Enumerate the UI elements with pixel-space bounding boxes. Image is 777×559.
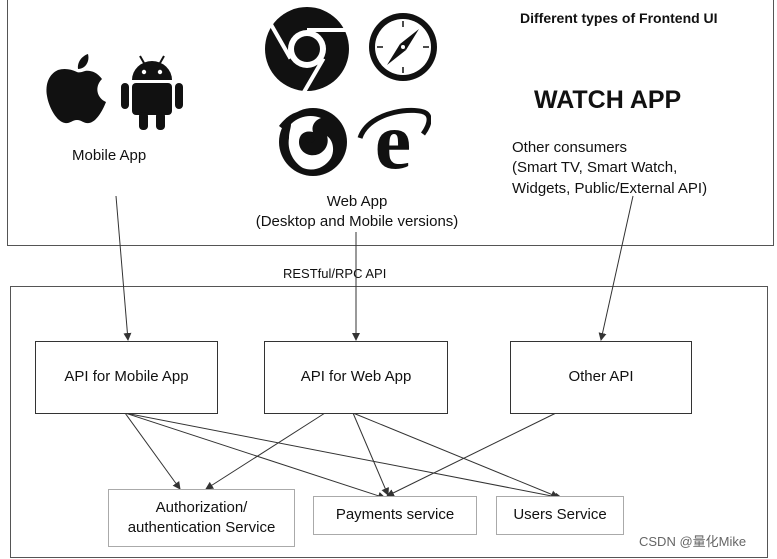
section-title: Different types of Frontend UI <box>520 10 718 26</box>
api-for-web-app-box: API for Web App <box>264 341 448 414</box>
payments-service-box: Payments service <box>313 496 477 535</box>
other-consumers-line1: Other consumers <box>512 139 628 156</box>
android-icon <box>121 55 183 130</box>
other-consumers-label: Other consumers (Smart TV, Smart Watch, … <box>512 138 707 199</box>
web-app-label-line1: Web App <box>326 193 388 210</box>
mobile-app-label: Mobile App <box>72 147 147 164</box>
chrome-icon <box>265 7 349 92</box>
users-service-box: Users Service <box>496 496 624 535</box>
web-app-label-line2: (Desktop and Mobile versions) <box>255 213 459 231</box>
other-api-box: Other API <box>510 341 692 414</box>
watermark: CSDN @量化Mike <box>639 534 747 549</box>
frontend-frame <box>7 0 774 246</box>
mobile-api-to-auth-arrow <box>124 412 181 490</box>
web-api-to-auth-arrow <box>205 412 326 490</box>
auth-service-line1: Authorization/ <box>155 498 248 516</box>
web-app-label: Web App (Desktop and Mobile versions) <box>246 192 468 233</box>
other-consumers-line3: Widgets, Public/External API) <box>512 179 708 197</box>
mobile-api-to-payments-arrow <box>124 412 386 500</box>
api-for-mobile-app-box: API for Mobile App <box>35 341 218 414</box>
other-consumers-line2: (Smart TV, Smart Watch, <box>512 159 678 177</box>
internet-explorer-icon: e <box>357 104 431 178</box>
backend-frame <box>10 286 768 558</box>
mobile-to-api-arrow <box>115 195 132 341</box>
safari-icon <box>369 13 437 81</box>
web-api-to-payments-arrow <box>352 412 389 496</box>
restful-api-label: RESTful/RPC API <box>283 266 387 281</box>
firefox-icon <box>279 108 347 176</box>
auth-service-box: Authorization/ authentication Service <box>108 489 295 547</box>
mobile-api-to-users-arrow <box>124 412 563 501</box>
auth-service-line2: authentication Service <box>127 519 276 536</box>
web-api-to-users-arrow <box>352 412 559 499</box>
other-api-to-payments-arrow <box>386 412 557 497</box>
watch-app-heading: WATCH APP <box>534 86 682 114</box>
other-to-api-arrow <box>598 195 634 341</box>
apple-icon <box>46 54 106 124</box>
